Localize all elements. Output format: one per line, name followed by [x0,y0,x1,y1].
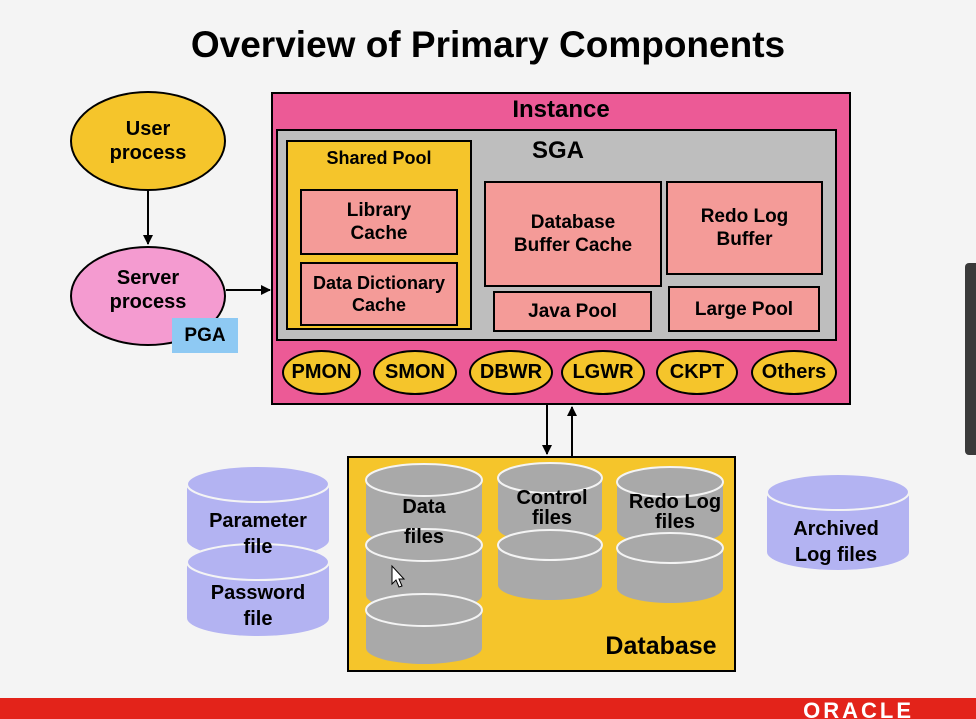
archived-log-files-disk [766,473,910,570]
password-file-disk [186,543,330,636]
java-pool-label: Java Pool [528,301,617,322]
data-files-label: Data files [402,496,446,548]
password-file-label: Password file [210,582,306,630]
database-buffer-cache-box: Database Buffer Cache [484,181,662,287]
data-files-disk-3 [365,593,483,664]
database-buffer-cache-label: Database Buffer Cache [513,212,633,256]
server-process-ellipse: Server process [70,246,226,346]
process-lgwr: LGWR [561,350,645,395]
library-cache-label: Library Cache [346,200,412,244]
redo-log-files-label: Redo Log files [628,491,722,533]
process-ckpt: CKPT [656,350,738,395]
control-files-label: Control files [516,487,588,529]
user-process-ellipse: User process [70,91,226,191]
control-files-disk-2 [497,529,603,600]
redo-log-buffer-box: Redo Log Buffer [666,181,823,275]
database-label: Database [605,632,717,660]
data-dictionary-cache-box: Data Dictionary Cache [300,262,458,326]
sga-label: SGA [531,137,584,164]
parameter-file-disk [186,465,330,558]
library-cache-box: Library Cache [300,189,458,255]
side-scroll-tab[interactable] [965,263,976,455]
pga-label: PGA [184,324,226,346]
user-process-label: User process [109,118,187,164]
data-files-disk-2 [365,528,483,611]
redo-log-files-disk-1 [616,466,724,545]
process-others: Others [751,350,837,395]
process-dbwr: DBWR [469,350,553,395]
large-pool-label: Large Pool [694,298,794,320]
instance-label: Instance [512,96,610,123]
oracle-logo: ORACLE [803,700,914,719]
process-pmon: PMON [282,350,361,395]
slide-title: Overview of Primary Components [190,24,786,65]
server-process-label: Server process [109,267,187,313]
data-files-disk-1 [365,463,483,546]
control-files-disk-1 [497,462,603,543]
parameter-file-label: Parameter file [209,510,307,558]
process-smon: SMON [373,350,457,395]
archived-log-files-label: Archived Log files [793,518,879,566]
redo-log-buffer-label: Redo Log Buffer [700,206,789,250]
shared-pool-label: Shared Pool [326,148,432,168]
pga-box: PGA [172,318,238,353]
footer-bar [0,698,976,719]
redo-log-files-disk-2 [616,532,724,603]
java-pool-box: Java Pool [493,291,652,332]
data-dictionary-cache-label: Data Dictionary Cache [312,273,446,315]
large-pool-box: Large Pool [668,286,820,332]
